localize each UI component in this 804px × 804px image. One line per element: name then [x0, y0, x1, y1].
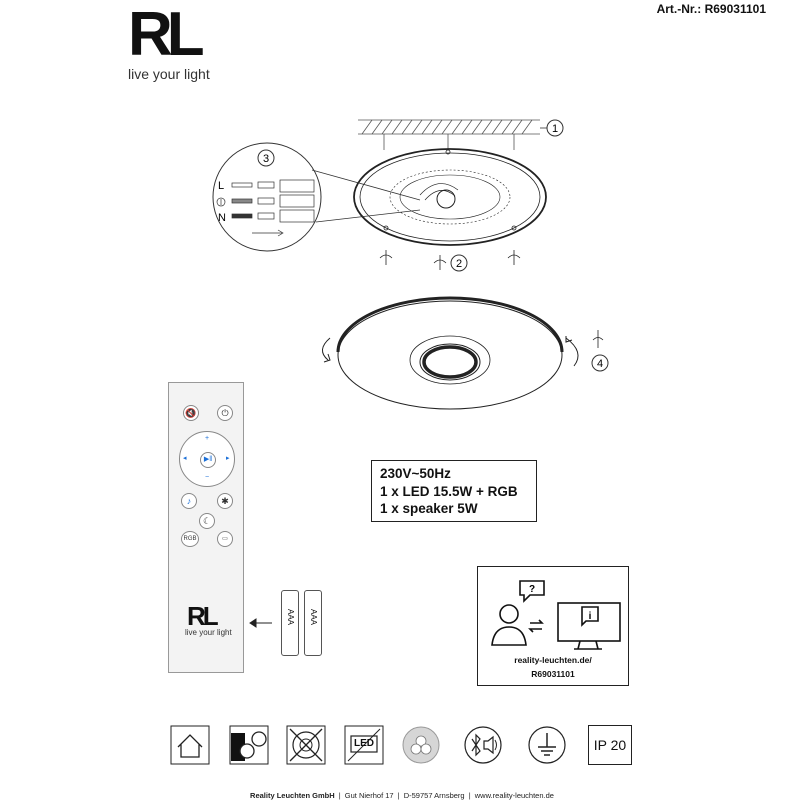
- remote-logo-tagline: live your light: [185, 628, 232, 637]
- spec-led: 1 x LED 15.5W + RGB: [380, 483, 518, 499]
- volume-up-icon[interactable]: +: [205, 435, 210, 442]
- no-dimmer-icon: [286, 725, 326, 765]
- info-code: R69031101: [531, 669, 575, 679]
- rgb-button[interactable]: RGB: [181, 531, 199, 547]
- step-4-label: 4: [597, 358, 603, 370]
- footer-company: Reality Leuchten GmbH: [250, 791, 335, 800]
- power-button[interactable]: ⏻: [217, 405, 233, 421]
- terminal-n-label: N: [218, 212, 226, 224]
- play-pause-button[interactable]: ▶‖: [200, 452, 216, 468]
- footer-website[interactable]: www.reality-leuchten.de: [474, 791, 554, 800]
- power-icon: ⏻: [221, 408, 229, 418]
- rgb-color-icon: [402, 726, 440, 764]
- article-number: Art.-Nr.: R69031101: [656, 2, 766, 16]
- remote-control: 🔇 ⏻ ▶‖ + − ◂ ▸ ♪ ✱ ☾ RGB ▭ RL live your …: [168, 382, 244, 673]
- footer: Reality Leuchten GmbH | Gut Nierhof 17 |…: [250, 791, 554, 800]
- spec-speaker: 1 x speaker 5W: [380, 501, 478, 516]
- ip-rating: IP 20: [588, 725, 632, 765]
- footer-city: D-59757 Arnsberg: [403, 791, 465, 800]
- terminal-l-label: L: [218, 180, 224, 192]
- bluetooth-speaker-icon: [464, 726, 502, 764]
- footer-address: Gut Nierhof 17: [344, 791, 394, 800]
- wiring-detail: 3 L N: [212, 142, 421, 252]
- play-pause-icon: ▶‖: [203, 456, 213, 463]
- svg-text:?: ?: [529, 584, 535, 595]
- mounting-plate: [353, 148, 547, 246]
- info-url: reality-leuchten.de/: [514, 655, 592, 665]
- led-icon: LED: [344, 725, 384, 765]
- screw-icons: [379, 250, 521, 270]
- spec-voltage: 230V~50Hz: [380, 466, 451, 481]
- protective-earth-icon: [528, 726, 566, 764]
- person-question-icon: ? i: [491, 580, 621, 650]
- step-1-label: 1: [552, 123, 558, 135]
- mode-icon: ▭: [222, 536, 228, 542]
- battery-label: AAA: [309, 609, 318, 626]
- step-3-label: 3: [263, 153, 269, 165]
- step-2-circle: [450, 254, 468, 272]
- led-label: LED: [354, 738, 374, 749]
- spec-box: 230V~50Hz 1 x LED 15.5W + RGB 1 x speake…: [371, 460, 537, 522]
- volume-down-icon[interactable]: −: [205, 474, 210, 481]
- indoor-use-icon: [170, 725, 210, 765]
- mode-button[interactable]: ▭: [217, 531, 233, 547]
- logo-tagline: live your light: [128, 66, 210, 82]
- battery-label: AAA: [286, 609, 295, 626]
- remote-logo-mark: RL: [187, 601, 219, 631]
- bulb-included-icon: [229, 725, 269, 765]
- svg-text:i: i: [589, 611, 592, 622]
- battery-arrow: [249, 618, 272, 628]
- logo-mark: RL: [128, 0, 205, 69]
- music-note-icon: ♪: [186, 496, 192, 506]
- mute-button[interactable]: 🔇: [183, 405, 199, 421]
- light-button[interactable]: ✱: [217, 493, 233, 509]
- battery-aaa-2: AAA: [304, 590, 322, 656]
- step-4-circle: [591, 354, 609, 372]
- battery-aaa-1: AAA: [281, 590, 299, 656]
- rgb-label: RGB: [183, 536, 197, 542]
- info-box: ? i reality-leuchten.de/ R69031101: [477, 566, 629, 686]
- control-pad: ▶‖ + − ◂ ▸: [179, 431, 235, 487]
- music-button[interactable]: ♪: [181, 493, 197, 509]
- speaker-mute-icon: 🔇: [185, 408, 197, 418]
- sun-icon: ✱: [221, 496, 229, 506]
- step-2-label: 2: [456, 258, 462, 270]
- previous-icon[interactable]: ◂: [183, 455, 187, 462]
- night-mode-button[interactable]: ☾: [199, 513, 215, 529]
- ceiling-hatch: [358, 119, 540, 150]
- brand-logo: RL live your light: [128, 0, 210, 83]
- moon-icon: ☾: [202, 516, 212, 526]
- next-icon[interactable]: ▸: [226, 455, 230, 462]
- lamp-shade: [322, 296, 604, 410]
